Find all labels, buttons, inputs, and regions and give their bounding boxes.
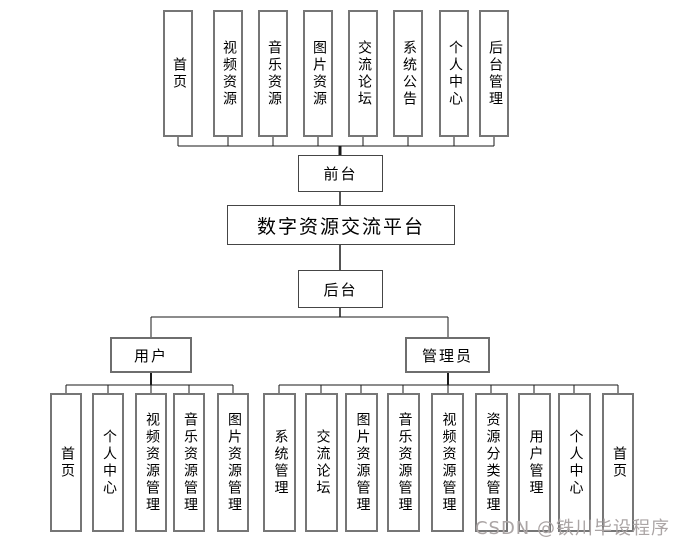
node-admin-image-mgmt: 图片资源管理: [345, 393, 378, 532]
node-forum: 交流论坛: [348, 10, 378, 137]
node-user-video-mgmt: 视频资源管理: [135, 393, 167, 532]
node-user-personal-center: 个人中心: [92, 393, 124, 532]
node-admin-video-mgmt: 视频资源管理: [431, 393, 464, 532]
node-user-image-mgmt: 图片资源管理: [217, 393, 249, 532]
node-admin-resource-category-mgmt: 资源分类管理: [475, 393, 508, 532]
node-admin-user-mgmt: 用户管理: [518, 393, 551, 532]
node-user: 用户: [110, 337, 192, 373]
node-root-title: 数字资源交流平台: [227, 205, 455, 245]
node-admin-home: 首页: [602, 393, 634, 532]
node-personal-center: 个人中心: [439, 10, 469, 137]
node-back: 后台: [298, 270, 383, 308]
node-video-resources: 视频资源: [213, 10, 243, 137]
node-front: 前台: [298, 155, 383, 192]
node-admin-music-mgmt: 音乐资源管理: [387, 393, 420, 532]
node-admin-system-mgmt: 系统管理: [263, 393, 296, 532]
node-system-notice: 系统公告: [393, 10, 423, 137]
node-user-music-mgmt: 音乐资源管理: [173, 393, 205, 532]
node-image-resources: 图片资源: [303, 10, 333, 137]
node-admin: 管理员: [405, 337, 490, 373]
node-home: 首页: [163, 10, 193, 137]
node-admin-forum: 交流论坛: [305, 393, 338, 532]
node-user-home: 首页: [50, 393, 82, 532]
node-admin-panel: 后台管理: [479, 10, 509, 137]
node-admin-personal-center: 个人中心: [558, 393, 591, 532]
node-music-resources: 音乐资源: [258, 10, 288, 137]
